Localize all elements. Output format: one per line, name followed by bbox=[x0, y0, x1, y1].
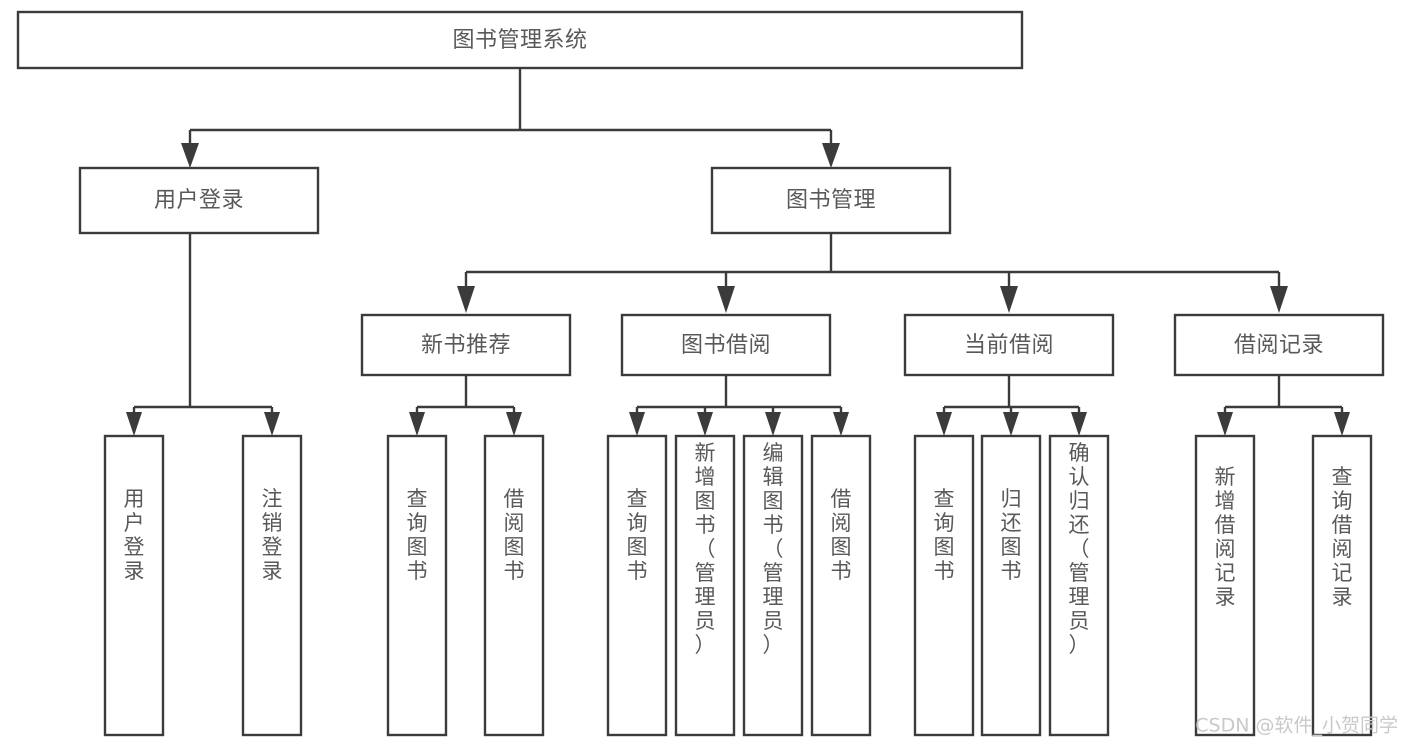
leaf-borrow-book-2-box[interactable] bbox=[810, 434, 872, 737]
leaf-query-book-3[interactable]: 查询图书 bbox=[913, 434, 975, 737]
arrow-head-leaf-user-logout bbox=[264, 412, 280, 436]
node-borrow-record-box[interactable] bbox=[1173, 313, 1385, 377]
arrow-head-leaf-edit-book bbox=[765, 412, 781, 436]
node-current-borrow[interactable]: 当前借阅 bbox=[903, 313, 1115, 377]
leaf-query-record-box[interactable] bbox=[1311, 434, 1373, 737]
csdn-watermark: CSDN @软件_小贺同学 bbox=[1195, 715, 1398, 737]
leaf-user-login[interactable]: 用户登录 bbox=[103, 434, 165, 737]
leaf-borrow-book-1[interactable]: 借阅图书 bbox=[483, 434, 545, 737]
leaf-query-book-3-label: 查询图书 bbox=[934, 487, 955, 583]
arrow-head-book-management bbox=[822, 143, 840, 168]
leaf-user-logout-box[interactable] bbox=[241, 434, 303, 737]
node-new-book-recommend-box[interactable] bbox=[360, 313, 572, 377]
leaf-edit-book-label: 编辑图书（管理员） bbox=[763, 441, 784, 657]
arrow-head-leaf-add-book bbox=[697, 412, 713, 436]
node-user-login-label: 用户登录 bbox=[154, 188, 244, 213]
leaf-query-book-1-box[interactable] bbox=[386, 434, 448, 737]
leaf-query-book-1-label: 查询图书 bbox=[407, 487, 428, 583]
node-new-book-recommend-label: 新书推荐 bbox=[421, 333, 511, 358]
node-user-login-box[interactable] bbox=[78, 166, 320, 235]
node-borrow-record-label: 借阅记录 bbox=[1234, 333, 1324, 358]
leaf-add-record[interactable]: 新增借阅记录 bbox=[1194, 434, 1256, 737]
leaf-query-record[interactable]: 查询借阅记录 bbox=[1311, 434, 1373, 737]
connector-layer bbox=[126, 68, 1350, 436]
leaf-confirm-return-box[interactable] bbox=[1048, 434, 1110, 737]
leaf-query-book-2-box[interactable] bbox=[606, 434, 668, 737]
leaf-add-record-label: 新增借阅记录 bbox=[1215, 465, 1236, 609]
leaf-return-book-label: 归还图书 bbox=[1001, 487, 1022, 583]
arrow-head-leaf-user-login bbox=[126, 412, 142, 436]
arrow-head-leaf-return-book bbox=[1003, 412, 1019, 436]
leaf-return-book-box[interactable] bbox=[980, 434, 1042, 737]
leaf-add-book-label: 新增图书（管理员） bbox=[695, 441, 716, 657]
leaf-query-book-2[interactable]: 查询图书 bbox=[606, 434, 668, 737]
arrow-head-leaf-query-record bbox=[1334, 412, 1350, 436]
leaf-user-logout[interactable]: 注销登录 bbox=[241, 434, 303, 737]
leaf-query-book-2-label: 查询图书 bbox=[627, 487, 648, 583]
arrow-head-leaf-query-book-3 bbox=[936, 412, 952, 436]
leaf-add-book[interactable]: 新增图书（管理员） bbox=[674, 434, 736, 737]
leaf-return-book[interactable]: 归还图书 bbox=[980, 434, 1042, 737]
leaf-borrow-book-1-box[interactable] bbox=[483, 434, 545, 737]
leaf-borrow-book-2[interactable]: 借阅图书 bbox=[810, 434, 872, 737]
leaf-confirm-return-label: 确认归还（管理员） bbox=[1069, 441, 1090, 657]
node-root[interactable]: 图书管理系统 bbox=[16, 10, 1024, 70]
node-user-login[interactable]: 用户登录 bbox=[78, 166, 320, 235]
node-book-borrow-label: 图书借阅 bbox=[681, 333, 771, 358]
arrow-head-leaf-confirm-return bbox=[1071, 412, 1087, 436]
arrow-head-leaf-borrow-book-2 bbox=[833, 412, 849, 436]
arrow-head-new-book-recommend bbox=[457, 286, 475, 313]
arrow-head-book-borrow bbox=[717, 286, 735, 313]
node-book-borrow[interactable]: 图书借阅 bbox=[620, 313, 832, 377]
leaf-edit-book-box[interactable] bbox=[742, 434, 804, 737]
node-book-borrow-box[interactable] bbox=[620, 313, 832, 377]
node-book-management-box[interactable] bbox=[710, 166, 952, 235]
arrow-head-leaf-query-book-2 bbox=[629, 412, 645, 436]
leaf-query-book-1[interactable]: 查询图书 bbox=[386, 434, 448, 737]
node-current-borrow-label: 当前借阅 bbox=[964, 333, 1054, 358]
leaf-borrow-book-1-label: 借阅图书 bbox=[504, 487, 525, 583]
leaf-edit-book[interactable]: 编辑图书（管理员） bbox=[742, 434, 804, 737]
leaf-confirm-return[interactable]: 确认归还（管理员） bbox=[1048, 434, 1110, 737]
arrow-head-current-borrow bbox=[1000, 286, 1018, 313]
leaf-user-login-box[interactable] bbox=[103, 434, 165, 737]
arrow-head-leaf-add-record bbox=[1217, 412, 1233, 436]
leaf-add-book-box[interactable] bbox=[674, 434, 736, 737]
node-new-book-recommend[interactable]: 新书推荐 bbox=[360, 313, 572, 377]
arrow-head-user-login bbox=[181, 143, 199, 168]
node-root-box[interactable] bbox=[16, 10, 1024, 70]
leaf-user-logout-label: 注销登录 bbox=[262, 487, 283, 583]
arrow-head-leaf-borrow-book-1 bbox=[506, 412, 522, 436]
node-borrow-record[interactable]: 借阅记录 bbox=[1173, 313, 1385, 377]
node-book-management-label: 图书管理 bbox=[786, 188, 876, 213]
node-book-management[interactable]: 图书管理 bbox=[710, 166, 952, 235]
arrow-head-leaf-query-book-1 bbox=[409, 412, 425, 436]
leaf-user-login-label: 用户登录 bbox=[124, 487, 145, 583]
arrow-head-borrow-record bbox=[1270, 286, 1288, 313]
leaf-borrow-book-2-label: 借阅图书 bbox=[831, 487, 852, 583]
node-current-borrow-box[interactable] bbox=[903, 313, 1115, 377]
leaf-query-record-label: 查询借阅记录 bbox=[1332, 465, 1353, 609]
leaf-query-book-3-box[interactable] bbox=[913, 434, 975, 737]
leaf-add-record-box[interactable] bbox=[1194, 434, 1256, 737]
node-root-label: 图书管理系统 bbox=[452, 28, 587, 53]
